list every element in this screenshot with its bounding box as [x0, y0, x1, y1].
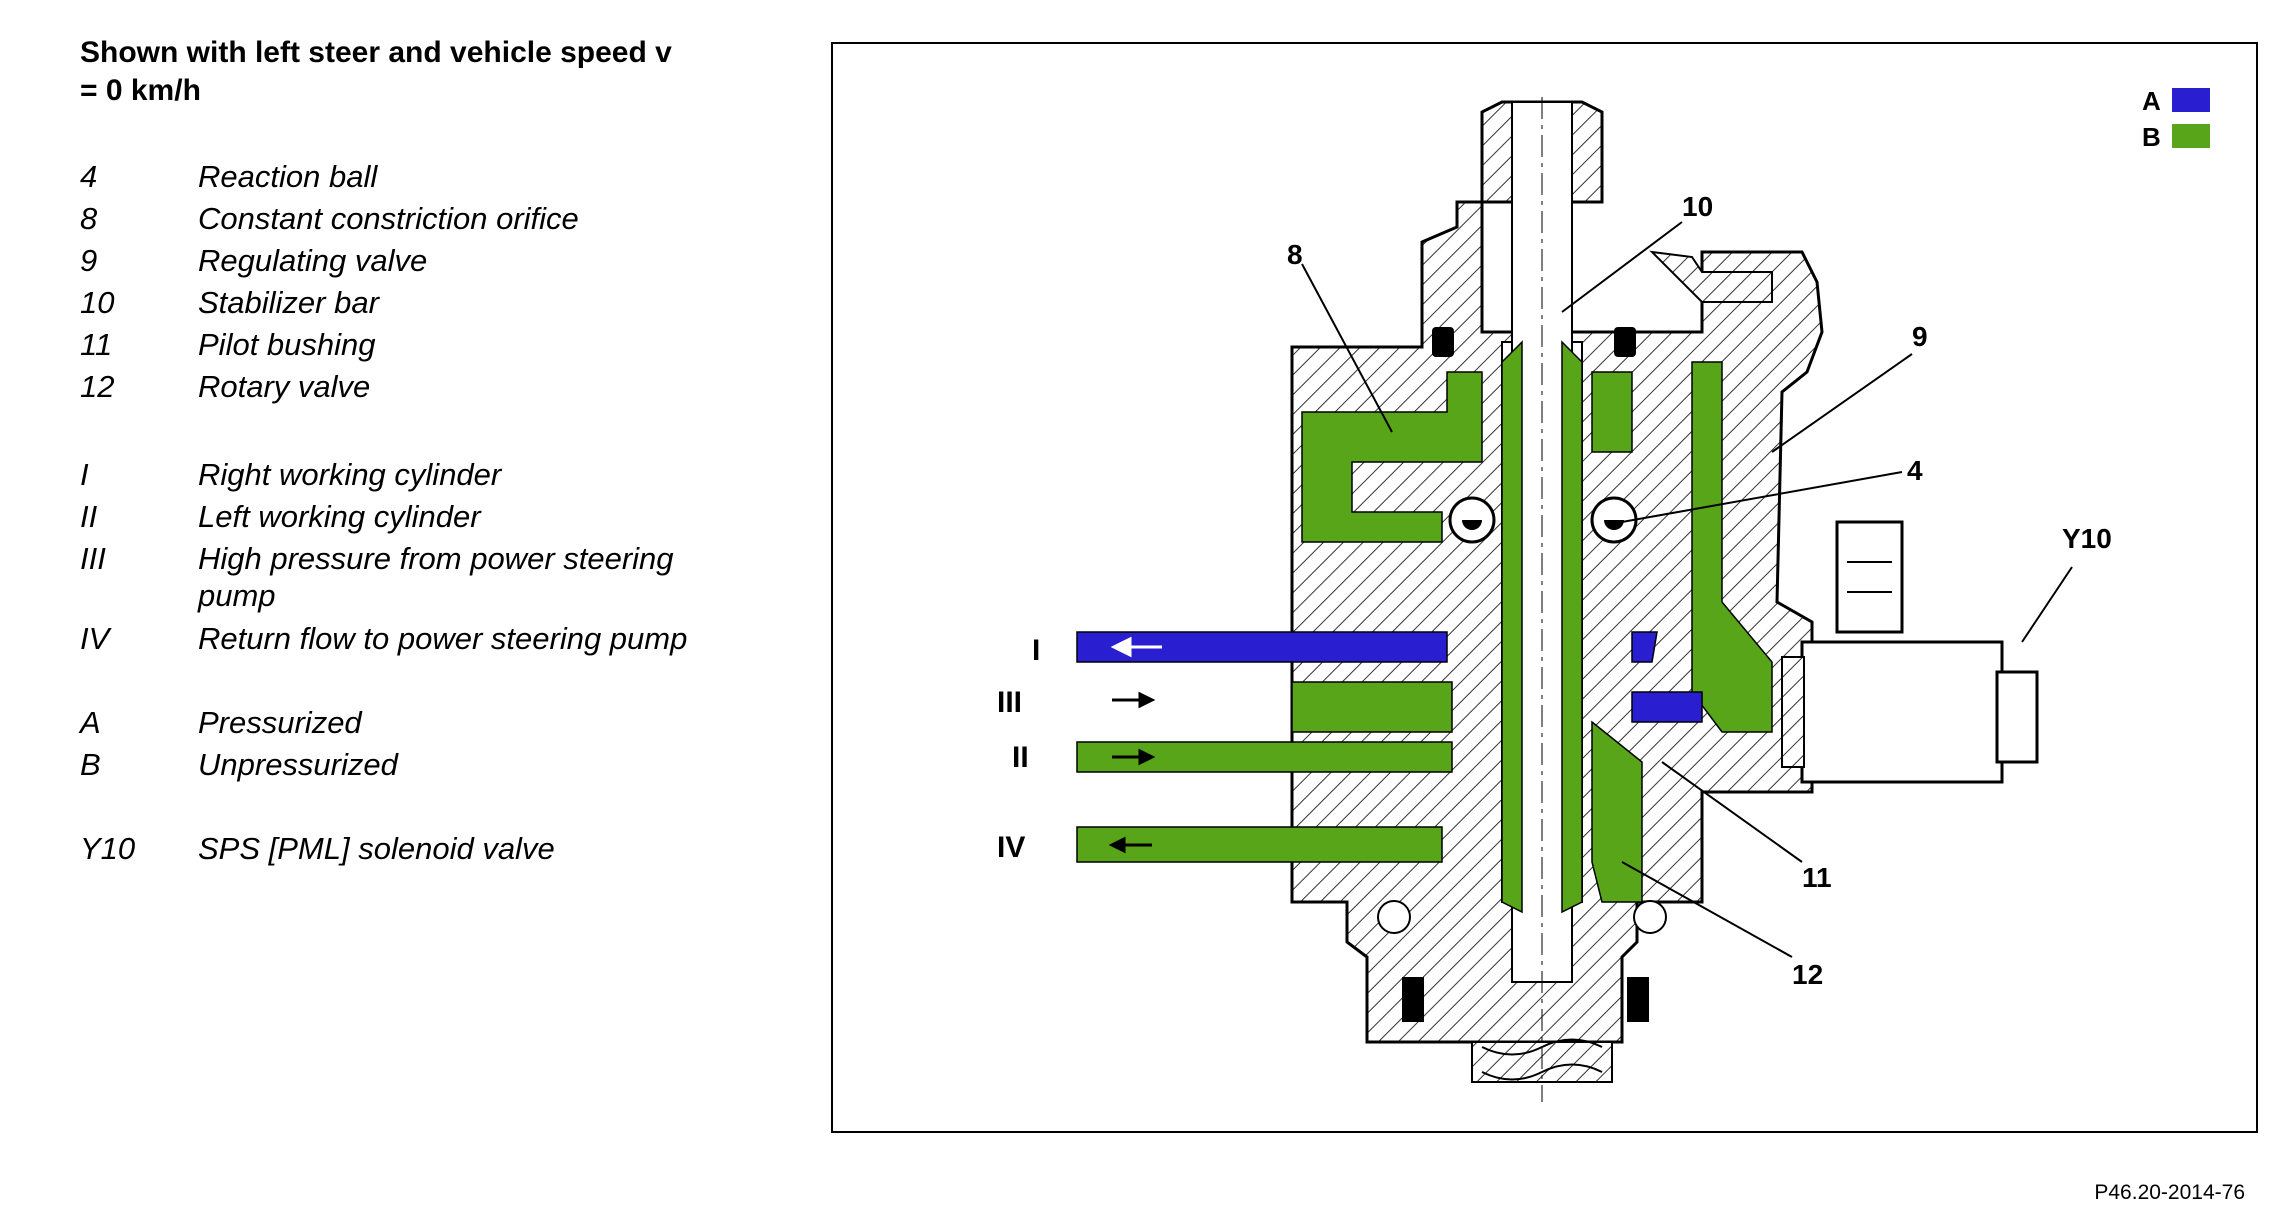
- pressurized-passages: [1076, 631, 1703, 723]
- port-label-iv: IV: [997, 831, 1025, 864]
- color-key: A B: [2142, 86, 2210, 152]
- legend-desc: High pressure from power steering pump: [198, 541, 674, 613]
- legend-code: II: [80, 499, 98, 534]
- legend-desc: Regulating valve: [198, 243, 428, 278]
- port-arrows: [1108, 636, 1162, 854]
- legend-desc: Rotary valve: [198, 369, 371, 404]
- legend-code: III: [80, 541, 106, 576]
- legend-desc: Stabilizer bar: [198, 285, 379, 320]
- callout-10: 10: [1682, 191, 1713, 222]
- diagram-frame: A B 8 10 9 4 Y10 11 12 I III II IV: [831, 42, 2258, 1133]
- legend-desc: Right working cylinder: [198, 457, 502, 492]
- legend-desc: Return flow to power steering pump: [198, 621, 688, 656]
- legend-code: A: [80, 705, 101, 740]
- key-swatch-a: [2172, 88, 2210, 112]
- callout-11: 11: [1802, 862, 1832, 893]
- callout-8: 8: [1287, 239, 1303, 270]
- legend-code: 8: [80, 201, 98, 236]
- seals: [1402, 327, 1649, 1022]
- legend-desc: Reaction ball: [198, 159, 378, 194]
- legend-desc: Pressurized: [198, 705, 362, 740]
- leader-lines: [1301, 221, 2073, 958]
- port-labels: I III II IV: [997, 634, 1040, 864]
- legend-desc: Unpressurized: [198, 747, 398, 782]
- callout-4: 4: [1907, 455, 1923, 486]
- key-label-a: A: [2142, 86, 2161, 116]
- legend-desc: Constant constriction orifice: [198, 201, 579, 236]
- key-label-b: B: [2142, 122, 2161, 152]
- legend-code: 12: [80, 369, 115, 404]
- callout-12: 12: [1792, 959, 1823, 990]
- port-label-iii: III: [997, 686, 1022, 719]
- legend-desc: Left working cylinder: [198, 499, 481, 534]
- legend-code: IV: [80, 621, 110, 656]
- callout-9: 9: [1912, 321, 1928, 352]
- page-title: Shown with left steer and vehicle speed …: [80, 36, 672, 107]
- steering-valve-diagram: A B 8 10 9 4 Y10 11 12 I III II IV: [997, 86, 2210, 1102]
- legend-code: 10: [80, 285, 115, 320]
- port-label-i: I: [1032, 634, 1040, 667]
- unpressurized-passages: [1076, 340, 1773, 914]
- legend-code: 9: [80, 243, 98, 278]
- key-swatch-b: [2172, 124, 2210, 148]
- callout-labels: 8 10 9 4 Y10 11 12: [1287, 191, 2112, 990]
- legend-code: 11: [80, 327, 113, 362]
- solenoid-valve-y10: [1781, 520, 2039, 784]
- legend-code: 4: [80, 159, 98, 194]
- legend-desc: SPS [PML] solenoid valve: [198, 831, 555, 866]
- legend-desc: Pilot bushing: [198, 327, 376, 362]
- figure-reference: P46.20-2014-76: [2094, 1181, 2245, 1204]
- reaction-balls: [1377, 496, 1667, 934]
- port-label-ii: II: [1012, 741, 1029, 774]
- legend-code: Y10: [80, 831, 136, 866]
- legend-code: B: [80, 747, 101, 782]
- callout-y10: Y10: [2062, 523, 2112, 554]
- legend-code: I: [80, 457, 89, 492]
